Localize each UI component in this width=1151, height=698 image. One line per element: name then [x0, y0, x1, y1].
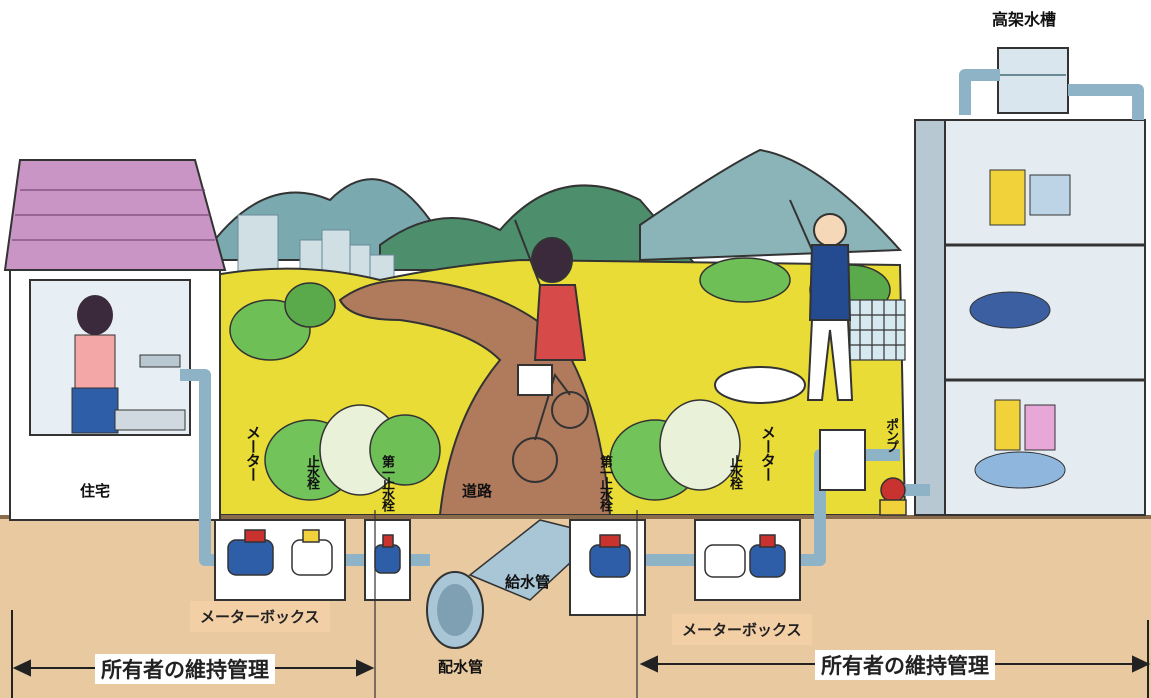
pump-label: ポンプ	[883, 418, 898, 451]
stop-valve-label-left: 止水栓	[304, 455, 319, 488]
tank-icon	[997, 47, 1069, 114]
first-stop-valve-label-left: 第一止水栓	[379, 455, 394, 510]
distribution-main-label: 配水管	[438, 658, 484, 676]
elevated-tank-label: 高架水槽	[992, 10, 1057, 29]
meter-box-label-right: メーターボックス	[672, 614, 812, 645]
supply-pipe-label: 給水管	[505, 573, 551, 591]
owner-maintenance-label-right: 所有者の維持管理	[815, 650, 995, 680]
fence	[849, 299, 906, 361]
distribution-main-pipe	[426, 571, 484, 649]
stop-valve-label-right: 止水栓	[727, 455, 742, 488]
person-icon	[714, 199, 854, 404]
bushes	[229, 257, 891, 501]
first-stop-valve-label-right: 第一止水栓	[597, 455, 612, 510]
meter-label-right: メーター	[759, 425, 777, 481]
road-label: 道路	[462, 482, 493, 500]
meter-label-left: メーター	[244, 425, 262, 481]
owner-maintenance-label-left: 所有者の維持管理	[95, 654, 275, 684]
house-icon	[3, 159, 227, 521]
house-label: 住宅	[80, 482, 111, 500]
bicycle-icon	[512, 219, 589, 483]
meter-box-label-left: メーターボックス	[190, 601, 330, 632]
pump-icon	[879, 477, 907, 516]
valve-icon	[227, 529, 786, 578]
apartment-icon	[914, 119, 1146, 516]
